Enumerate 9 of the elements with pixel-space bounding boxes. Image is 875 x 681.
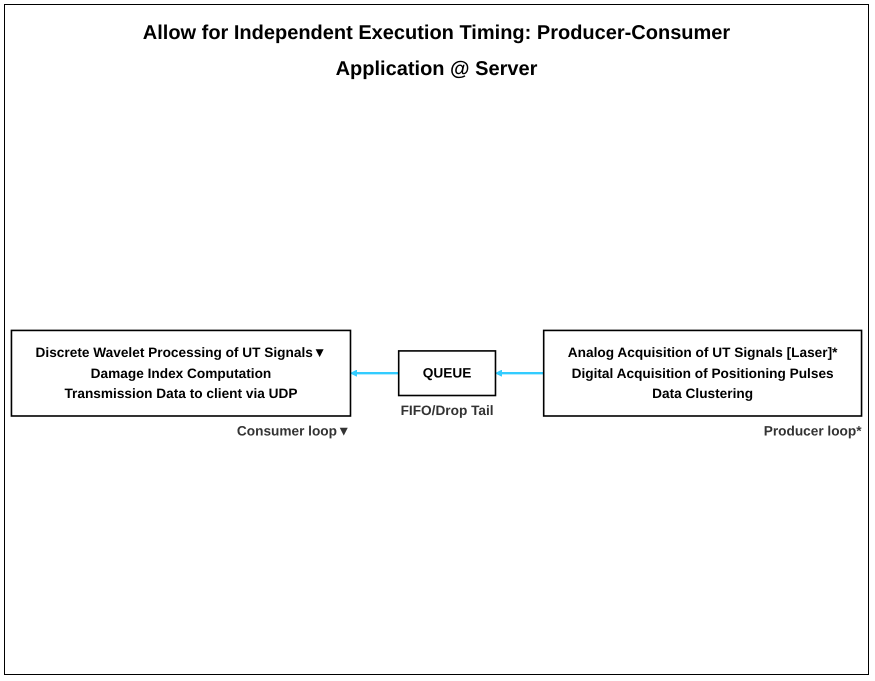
node-box: QUEUE	[398, 350, 496, 396]
loop-caption: Consumer loop▼	[236, 422, 350, 438]
diagram-title: Allow for Independent Execution Timing: Producer-Consumer Application @ Server	[142, 21, 732, 82]
node-box: Analog Acquisition of UT Signals [Laser]* Digital Acquisition of Positioning Pulses Data Clustering	[542, 329, 862, 416]
loop-caption: FIFO/Drop Tail	[400, 402, 494, 418]
arrow	[350, 369, 399, 376]
loop-caption: Producer loop*	[764, 422, 862, 438]
arrow	[495, 369, 544, 376]
node-box: Discrete Wavelet Processing of UT Signals▼ Damage Index Computation Transmission Data to client via UDP	[10, 329, 352, 416]
